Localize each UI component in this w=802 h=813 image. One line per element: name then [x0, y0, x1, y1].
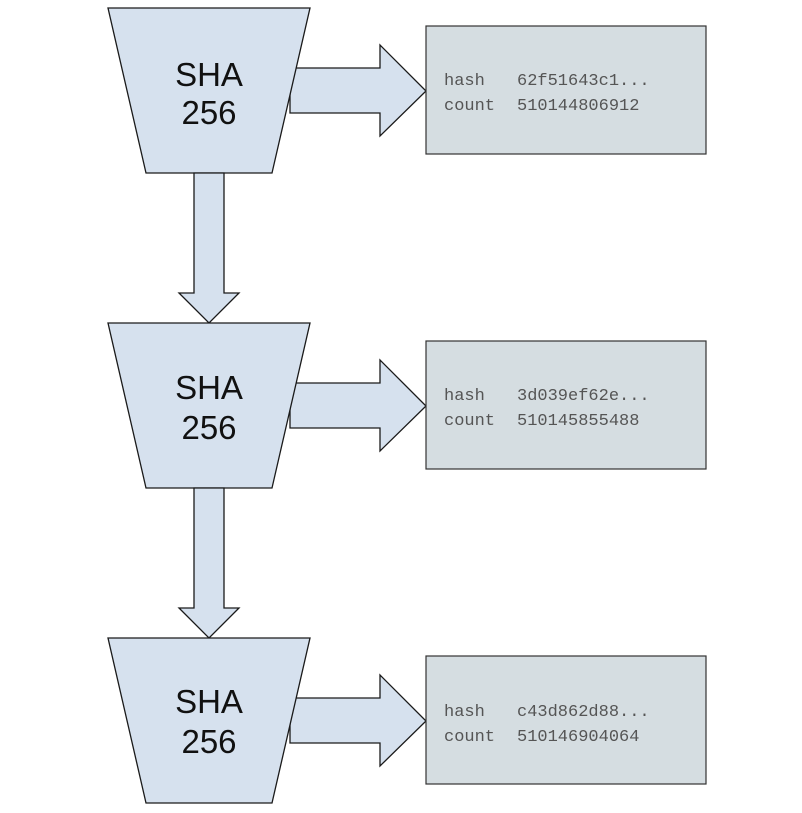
stage-1: SHA 256 hash 62f51643c1... count 5101448…: [107, 7, 707, 174]
hash-value-1: 62f51643c1...: [517, 72, 650, 91]
count-value-3: 510146904064: [517, 728, 639, 747]
hash-key-2: hash: [444, 387, 485, 406]
output-box-1: [425, 25, 707, 155]
hash-value-2: 3d039ef62e...: [517, 387, 650, 406]
count-key-2: count: [444, 412, 495, 431]
down-arrow-1: [177, 172, 241, 324]
stage-2: SHA 256 hash 3d039ef62e... count 5101458…: [107, 322, 707, 489]
right-arrow-1: [289, 43, 427, 138]
count-value-2: 510145855488: [517, 412, 639, 431]
count-key-1: count: [444, 97, 495, 116]
block-label-bottom-2: 256: [181, 409, 236, 446]
sha256-block-3: [107, 637, 311, 804]
block-label-bottom-1: 256: [181, 94, 236, 131]
output-box-2: [425, 340, 707, 470]
output-box-3: [425, 655, 707, 785]
block-label-top-2: SHA: [175, 369, 243, 406]
stage-3: SHA 256 hash c43d862d88... count 5101469…: [107, 637, 707, 804]
count-key-3: count: [444, 728, 495, 747]
block-label-bottom-3: 256: [181, 723, 236, 760]
count-value-1: 510144806912: [517, 97, 639, 116]
hash-key-3: hash: [444, 703, 485, 722]
sha256-block-1: [107, 7, 311, 174]
right-arrow-2: [289, 358, 427, 453]
block-label-top-1: SHA: [175, 56, 243, 93]
sha256-block-2: [107, 322, 311, 489]
down-arrow-2: [177, 487, 241, 639]
block-label-top-3: SHA: [175, 683, 243, 720]
hash-value-3: c43d862d88...: [517, 703, 650, 722]
right-arrow-3: [289, 673, 427, 768]
hash-key-1: hash: [444, 72, 485, 91]
